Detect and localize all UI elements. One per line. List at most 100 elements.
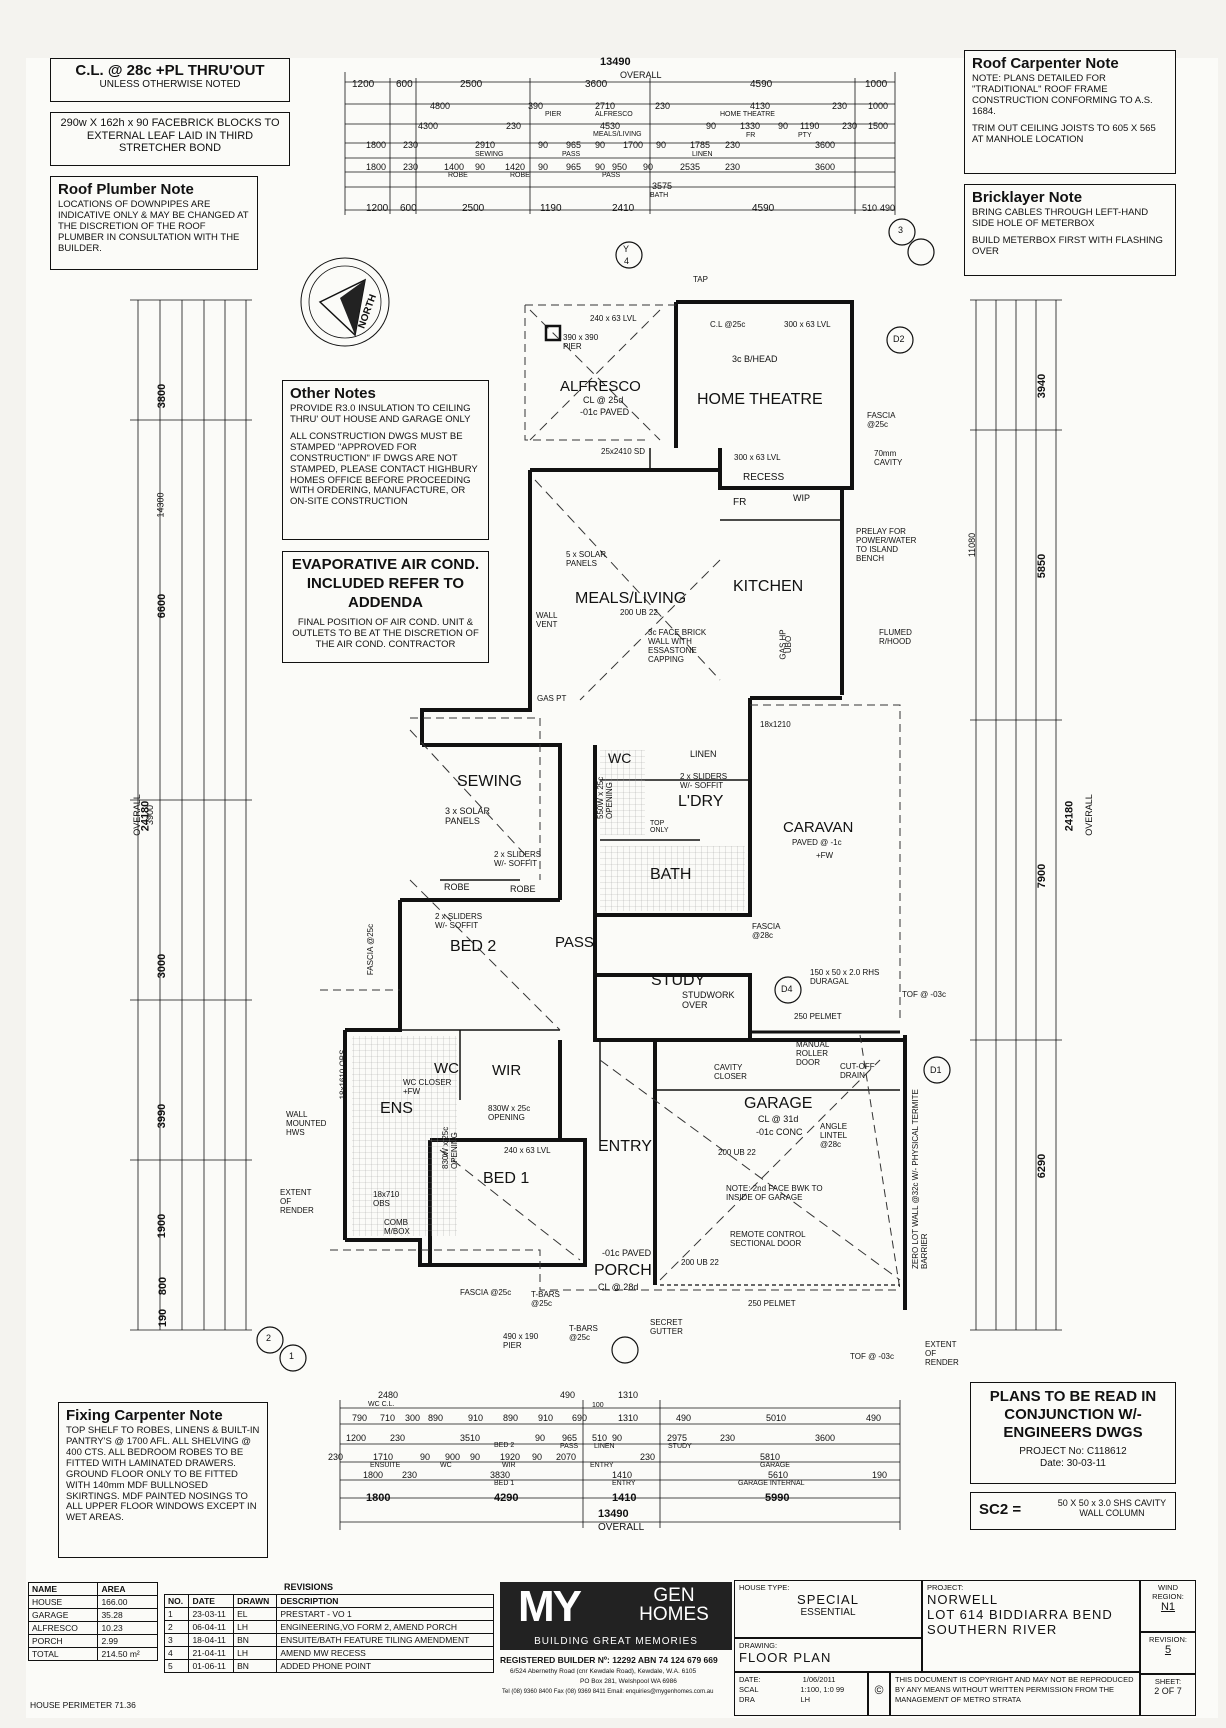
flumed-label: FLUMED R/HOOD xyxy=(879,628,912,646)
bot-dim-r2-2: 710 xyxy=(380,1413,396,1423)
bot-dim-r3-8: 2975 xyxy=(667,1433,688,1443)
bot-dim-r5-3: 3830 xyxy=(490,1470,511,1480)
lvl-label-1: 240 x 63 LVL xyxy=(590,314,637,323)
porch-paved: -01c PAVED xyxy=(602,1248,652,1258)
area-value: 214.50 m² xyxy=(97,1647,158,1661)
room-porch: PORCH xyxy=(594,1262,652,1279)
evap-title: EVAPORATIVE AIR COND. INCLUDED REFER TO … xyxy=(291,556,480,611)
caravan-fw: +FW xyxy=(816,851,834,860)
logo-gen-homes: GEN HOMES xyxy=(639,1585,709,1625)
garage-cl: CL @ 31d xyxy=(758,1114,799,1124)
bot-dim-r4-6: 1920 xyxy=(500,1452,521,1462)
top-label-pty: PTY xyxy=(798,132,812,139)
prelay-label: PRELAY FOR POWER/WATER TO ISLAND BENCH xyxy=(856,527,917,563)
left-overall-label: OVERALL xyxy=(131,794,142,836)
top-dim-r3-2: 230 xyxy=(506,121,522,131)
project-line-2: LOT 614 BIDDIARRA BEND xyxy=(927,1607,1113,1622)
rev-desc: PRESTART - VO 1 xyxy=(276,1607,494,1621)
fixing-carpenter-body: TOP SHELF TO ROBES, LINENS & BUILT-IN PA… xyxy=(66,1425,260,1524)
area-value: 2.99 xyxy=(97,1634,158,1648)
bot-label-wccl: WC C.L. xyxy=(368,1401,395,1408)
revision-value: 5 xyxy=(1164,1644,1172,1656)
bot-label-wc: WC xyxy=(440,1462,452,1469)
top-overall-dim: 13490 xyxy=(600,56,631,68)
sc2-desc: 50 X 50 x 3.0 SHS CAVITY WALL COLUMN xyxy=(1057,1498,1167,1518)
top-dim-r5-6: 90 xyxy=(538,162,549,172)
top-dim-r7-3: 2500 xyxy=(462,203,485,214)
scale-value: 1:100, 1:0 99 xyxy=(800,1685,845,1695)
study-studwork: STUDWORK OVER xyxy=(682,990,735,1010)
room-ensuite: ENS xyxy=(380,1100,413,1117)
area-value: 35.28 xyxy=(97,1608,158,1622)
top-label-alfresco: ALFRESCO xyxy=(595,111,633,118)
bot-label-garage: GARAGE xyxy=(760,1462,790,1469)
house-type-cell: HOUSE TYPE: SPECIAL ESSENTIAL xyxy=(734,1580,922,1638)
cl25c-label: C.L @25c xyxy=(710,320,746,329)
top-dim-r5-8: 90 xyxy=(595,162,606,172)
copyright-cell: THIS DOCUMENT IS COPYRIGHT AND MAY NOT B… xyxy=(890,1672,1140,1716)
face-bwk-note: NOTE: 2nd FACE BWK TO INSIDE OF GARAGE xyxy=(726,1184,823,1202)
wall-hws-label: WALL MOUNTED HWS xyxy=(286,1110,327,1137)
roof-carpenter-note: Roof Carpenter Note NOTE: PLANS DETAILED… xyxy=(964,50,1176,174)
copyright-symbol: © xyxy=(868,1672,890,1716)
beam-200ub-label-2: 200 UB 22 xyxy=(681,1258,719,1267)
bot-label-bed2: BED 2 xyxy=(494,1442,515,1449)
bot-dim-r1-3: 1310 xyxy=(618,1390,639,1400)
alfresco-paved: -01c PAVED xyxy=(580,407,630,417)
bot-dim-r3-9: 230 xyxy=(720,1433,736,1443)
comb-mbox-label: COMB M/BOX xyxy=(384,1218,410,1236)
bot-dim-r2-7: 910 xyxy=(538,1413,554,1423)
top-dimension-lines xyxy=(344,72,896,215)
project-label: PROJECT: xyxy=(927,1583,964,1592)
rev-no: 4 xyxy=(163,1646,190,1660)
robe-1: ROBE xyxy=(444,882,470,892)
wip-label: WIP xyxy=(793,493,810,503)
fr-label: FR xyxy=(733,497,747,508)
rev-drawn: BN xyxy=(233,1659,278,1673)
top-dim-r2-1: 4800 xyxy=(430,101,451,111)
top-dim-2: 600 xyxy=(396,79,413,90)
top-dim-r4-7: 1700 xyxy=(623,140,644,150)
sliders-label-3: 2 x SLIDERS W/- SOFFIT xyxy=(435,912,483,930)
bot-dim-r2-4: 890 xyxy=(428,1413,444,1423)
tof-label-1: TOF @ -03c xyxy=(902,990,946,999)
engineers-title: PLANS TO BE READ IN CONJUNCTION W/- ENGI… xyxy=(989,1388,1157,1441)
area-value: 166.00 xyxy=(97,1595,158,1609)
roof-plumber-note: Roof Plumber Note LOCATIONS OF DOWNPIPES… xyxy=(50,176,258,270)
bottom-overall-dim: 13490 xyxy=(598,1508,629,1520)
top-label-linen: LINEN xyxy=(692,151,713,158)
bot-dim-r2-11: 490 xyxy=(676,1413,692,1423)
top-dim-r4-2: 230 xyxy=(403,140,419,150)
registered-builder: REGISTERED BUILDER Nº: 12292 ABN 74 124 … xyxy=(500,1655,718,1665)
roof-carpenter-body2: TRIM OUT CEILING JOISTS TO 605 X 565 AT … xyxy=(972,122,1156,145)
sheet-cell: SHEET: 2 OF 7 xyxy=(1140,1674,1196,1716)
top-dim-r3-1: 4300 xyxy=(418,121,439,131)
bot-dim-r4-4: 900 xyxy=(445,1452,461,1462)
window-18x1210-label: 18x1210 xyxy=(760,720,791,729)
company-logo: MY GEN HOMES BUILDING GREAT MEMORIES xyxy=(500,1582,732,1650)
face-brick-label: 3c FACE BRICK WALL WITH ESSASTONE CAPPIN… xyxy=(648,628,707,664)
bot-dim-r2-12: 5010 xyxy=(766,1413,787,1423)
rhs-duragal-label: 150 x 50 x 2.0 RHS DURAGAL xyxy=(810,968,880,986)
bot-dim-r4-11: 190 xyxy=(872,1470,888,1480)
company-address: 6/524 Abernethy Road (cnr Kewdale Road),… xyxy=(510,1668,697,1675)
right-mid-1: 11080 xyxy=(967,532,978,558)
area-name: GARAGE xyxy=(27,1608,99,1622)
bot-dim-r5-5: 5610 xyxy=(768,1470,789,1480)
area-header-area: AREA xyxy=(97,1582,158,1596)
marker-sheet-top: 4 xyxy=(624,256,630,266)
other-notes-title: Other Notes xyxy=(290,385,376,402)
bot-label-wir: WIR xyxy=(502,1462,516,1469)
bot-dim-r4-9: 230 xyxy=(640,1452,656,1462)
top-only-label: TOP ONLY xyxy=(650,820,669,834)
top-dim-r4-4: 90 xyxy=(538,140,549,150)
remote-door-label: REMOTE CONTROL SECTIONAL DOOR xyxy=(730,1230,806,1248)
top-dim-r5-2: 230 xyxy=(403,162,419,172)
lvl-label-2: 300 x 63 LVL xyxy=(784,320,831,329)
cavity-label: 70mm CAVITY xyxy=(874,449,903,467)
top-dim-6: 1000 xyxy=(865,79,888,90)
left-dim-1: 3800 xyxy=(156,383,169,409)
right-dimension-lines xyxy=(970,299,1062,1331)
pelmet-label-2: 250 PELMET xyxy=(748,1299,796,1308)
marker-d4: D4 xyxy=(781,984,793,994)
